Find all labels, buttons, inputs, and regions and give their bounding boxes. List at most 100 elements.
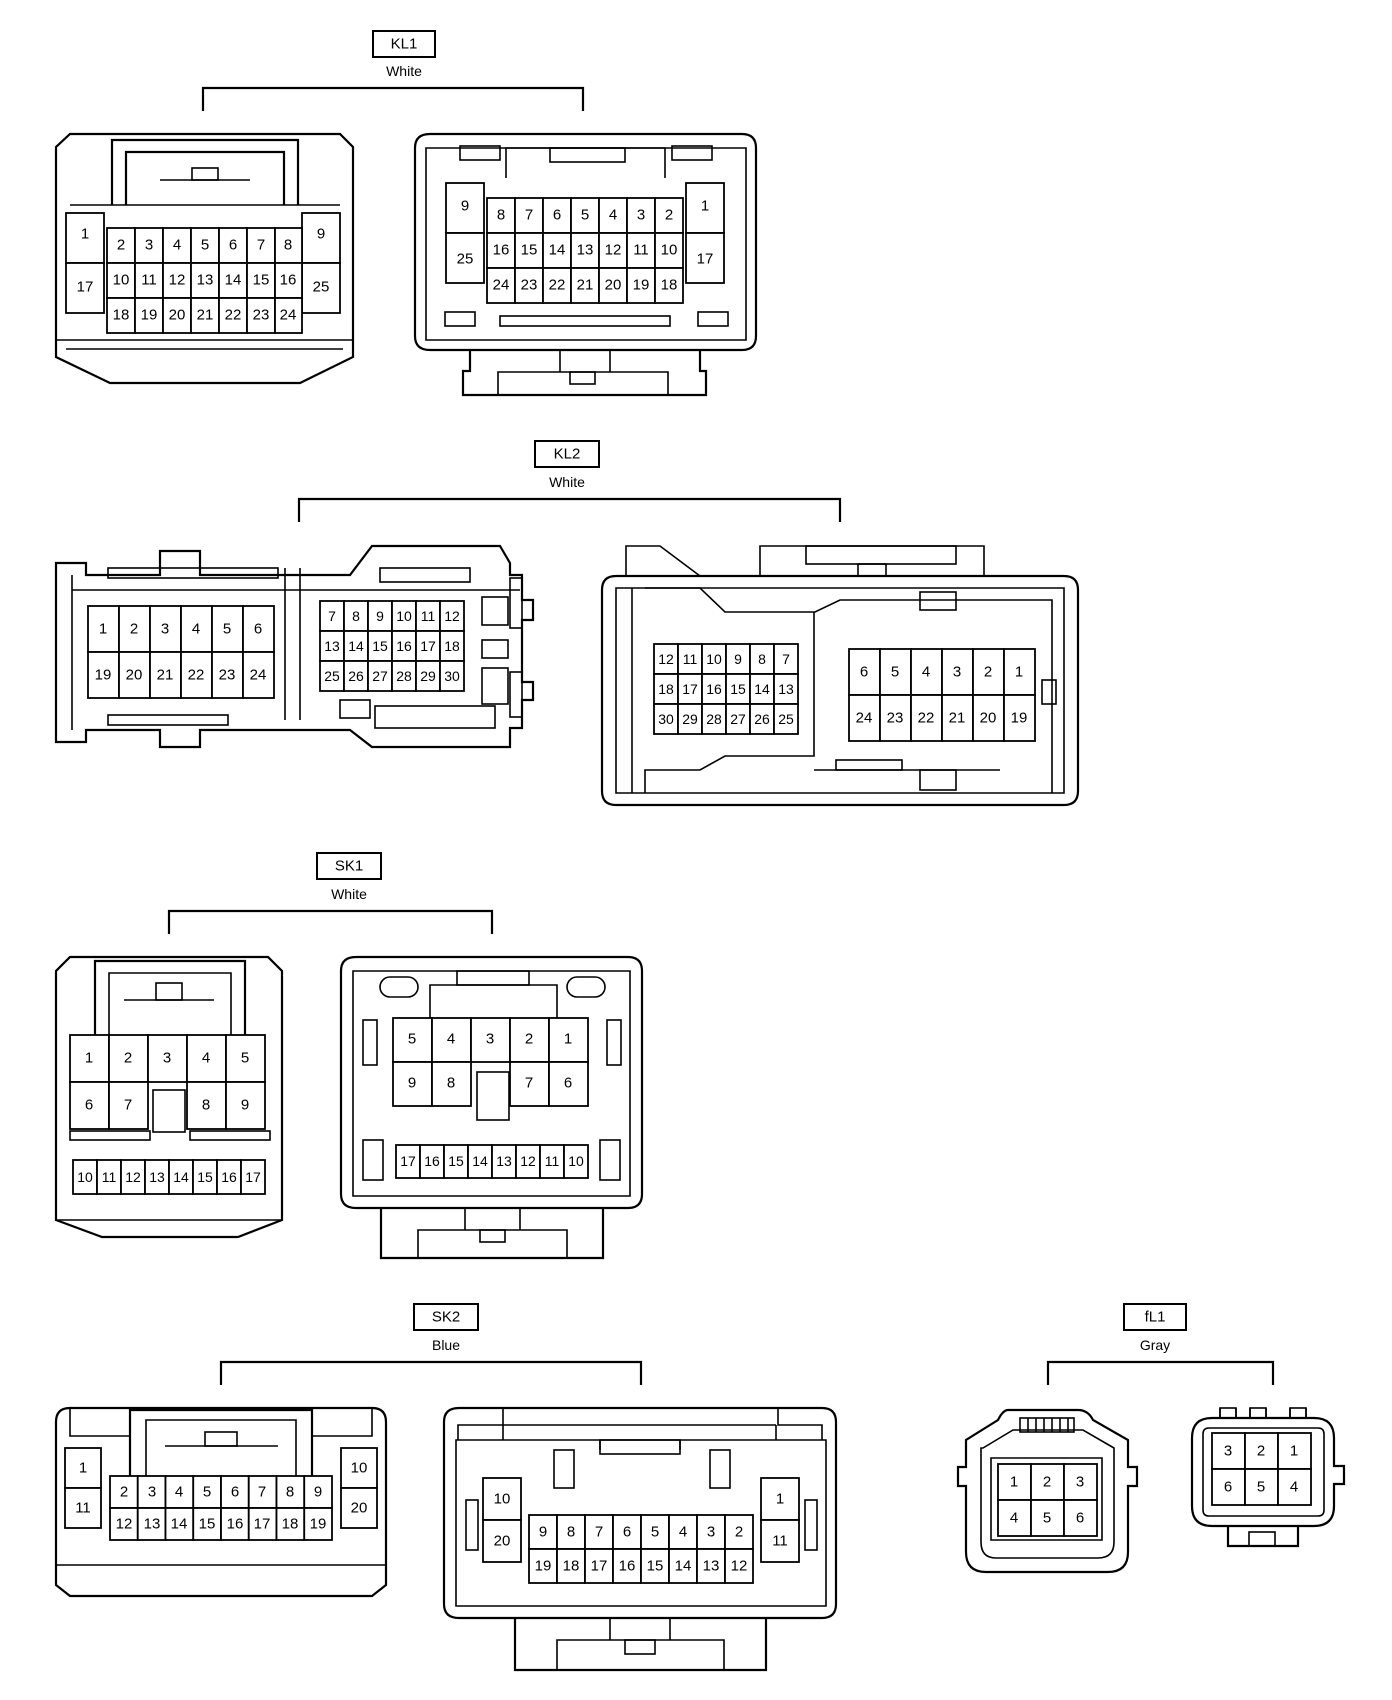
- connector-id-box: [316, 852, 382, 880]
- pin: 20: [605, 277, 622, 294]
- pin: 10: [396, 608, 412, 624]
- pin: 11: [102, 1169, 117, 1185]
- pin: 11: [545, 1153, 560, 1169]
- pin-grid: 10 20 1 11 9 8: [482, 1477, 800, 1584]
- pin: 6: [254, 621, 262, 638]
- pin: 14: [225, 272, 242, 289]
- pin: 13: [496, 1153, 512, 1169]
- connector-view: 9 25 1 17 8 7 6 5 4 3 2: [413, 132, 758, 397]
- connector-fl1: fL1 Gray 1 2 3 4 5 6: [956, 1303, 1346, 1574]
- pin: 15: [448, 1153, 464, 1169]
- pin: 6: [564, 1075, 572, 1092]
- bracket: [167, 909, 494, 934]
- pin: 7: [595, 1524, 603, 1541]
- pin: 3: [163, 1050, 171, 1067]
- pin: 5: [241, 1050, 249, 1067]
- pin: 15: [197, 1169, 213, 1185]
- connector-view: 10 20 1 11 9 8: [442, 1406, 838, 1672]
- pin: 17: [591, 1558, 608, 1575]
- pin: 23: [219, 667, 236, 684]
- pin-grid: 1 2 3 4 5 6 7 8 9 10 11 12 13: [69, 1034, 266, 1195]
- pin: 13: [197, 272, 214, 289]
- pin: 12: [169, 272, 186, 289]
- pin: 14: [472, 1153, 488, 1169]
- pin: 13: [778, 681, 794, 697]
- pin: 18: [563, 1558, 580, 1575]
- pin: 3: [707, 1524, 715, 1541]
- bracket: [201, 86, 585, 111]
- pin: 12: [116, 1516, 133, 1533]
- pin: 17: [697, 251, 714, 268]
- connector-view: 1 2 3 4 5 6: [956, 1408, 1139, 1574]
- pin: 6: [860, 664, 868, 681]
- pin: 4: [192, 621, 200, 638]
- pin: 19: [310, 1516, 327, 1533]
- pin: 4: [679, 1524, 687, 1541]
- pin: 8: [202, 1097, 210, 1114]
- pin: 17: [682, 681, 698, 697]
- pin: 3: [953, 664, 961, 681]
- pin: 3: [486, 1031, 494, 1048]
- pin: 3: [145, 237, 153, 254]
- pin: 19: [535, 1558, 552, 1575]
- pin: 4: [1290, 1479, 1298, 1496]
- pin: 7: [124, 1097, 132, 1114]
- connector-id: SK2: [432, 1309, 460, 1326]
- pin: 19: [141, 307, 158, 324]
- pin: 15: [372, 638, 388, 654]
- pin: 1: [99, 621, 107, 638]
- pin: 1: [79, 1460, 87, 1477]
- pin: 12: [444, 608, 460, 624]
- pin-grid: 12 11 10 9 8 7 18 17 16 15 14 13 30 29 2…: [653, 643, 1036, 742]
- pin: 5: [1257, 1479, 1265, 1496]
- pin: 1: [776, 1491, 784, 1508]
- pin: 7: [525, 1075, 533, 1092]
- connector-id: KL1: [391, 36, 418, 53]
- pin: 29: [682, 711, 698, 727]
- pin: 25: [457, 251, 474, 268]
- pin: 4: [447, 1031, 455, 1048]
- pin: 2: [1043, 1474, 1051, 1491]
- pin: 13: [144, 1516, 161, 1533]
- pin: 6: [553, 207, 561, 224]
- connector-id: fL1: [1145, 1309, 1166, 1326]
- pin: 1: [1010, 1474, 1018, 1491]
- pin: 5: [891, 664, 899, 681]
- connector-color: White: [386, 63, 422, 79]
- pin: 3: [637, 207, 645, 224]
- pin: 14: [754, 681, 770, 697]
- pin: 25: [324, 668, 340, 684]
- pin: 29: [420, 668, 436, 684]
- pin: 24: [856, 710, 873, 727]
- pin: 30: [658, 711, 674, 727]
- pin: 21: [157, 667, 174, 684]
- pin: 10: [661, 242, 678, 259]
- pin: 5: [201, 237, 209, 254]
- connector-view: 1 17 9 25 2 3 4 5 6 7 8: [54, 132, 355, 385]
- connector-color: White: [331, 886, 367, 902]
- pin: 9: [461, 198, 469, 215]
- pin: 14: [173, 1169, 189, 1185]
- pin: 10: [77, 1169, 93, 1185]
- pin: 5: [651, 1524, 659, 1541]
- pin: 15: [647, 1558, 664, 1575]
- pin: 16: [280, 272, 297, 289]
- pin: 10: [351, 1460, 368, 1477]
- pin: 3: [1076, 1474, 1084, 1491]
- pin: 16: [424, 1153, 440, 1169]
- pin: 15: [521, 242, 538, 259]
- pin-grid: 1 2 3 4 5 6 19 20 21 22 23 24: [87, 600, 465, 699]
- pin: 17: [420, 638, 436, 654]
- pin: 24: [250, 667, 267, 684]
- pin: 18: [661, 277, 678, 294]
- bracket: [1046, 1360, 1275, 1385]
- pin: 7: [258, 1484, 266, 1501]
- pin: 11: [141, 272, 157, 289]
- pin: 1: [1290, 1443, 1298, 1460]
- connector-kl1: KL1 White 1 17 9 25: [54, 30, 758, 397]
- pin: 12: [520, 1153, 536, 1169]
- pin: 2: [130, 621, 138, 638]
- pin: 11: [772, 1533, 788, 1550]
- pin: 8: [497, 207, 505, 224]
- pin: 9: [314, 1484, 322, 1501]
